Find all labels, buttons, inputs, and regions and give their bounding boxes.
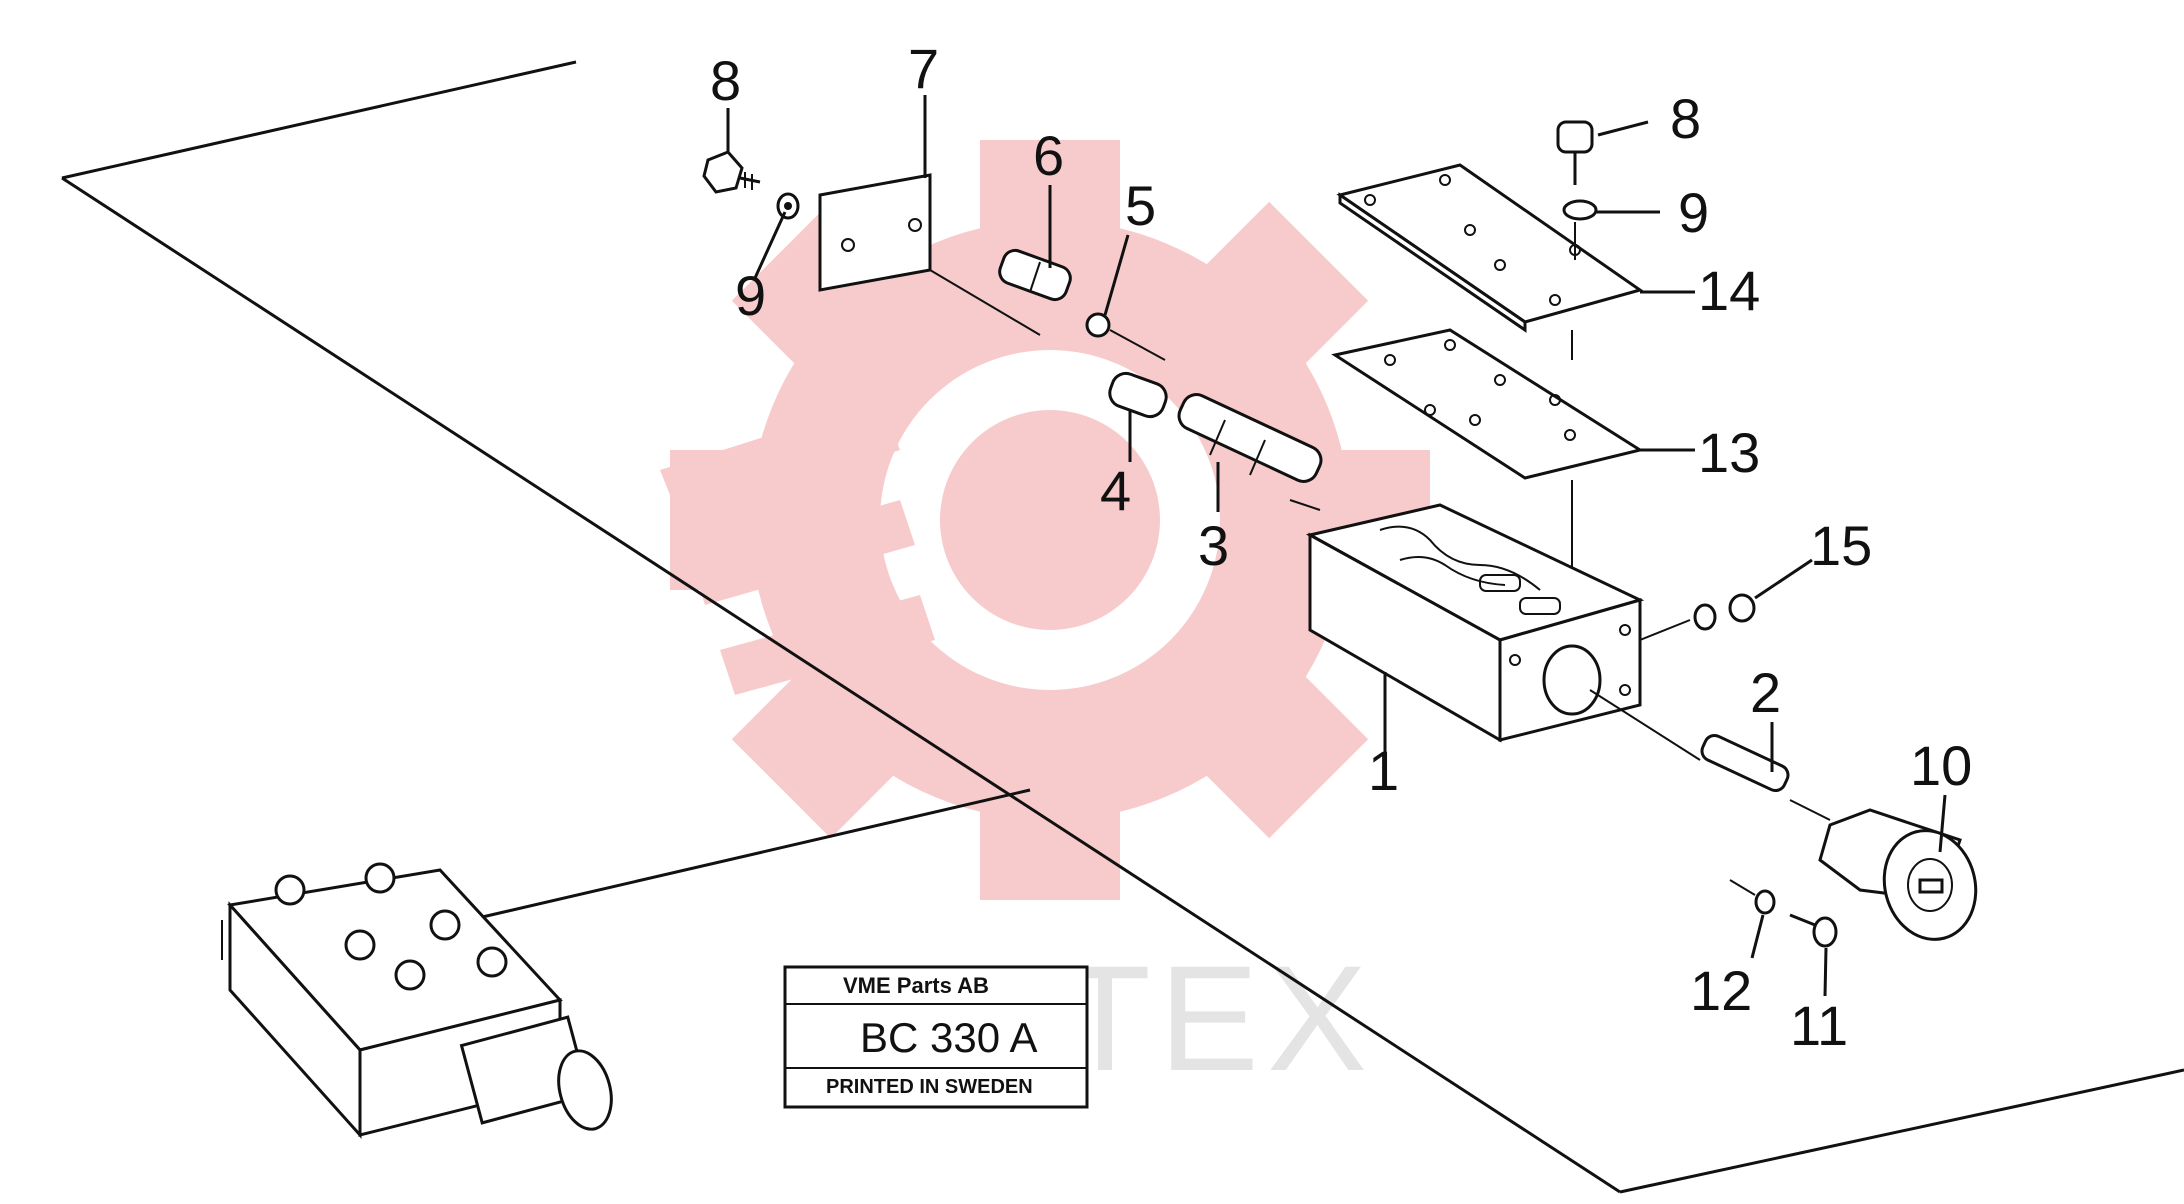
stamp-printed: PRINTED IN SWEDEN [826, 1076, 1033, 1098]
callout-8-right: 8 [1670, 87, 1701, 150]
washer-9-right [1562, 199, 1598, 221]
watermark-gear-logo [660, 140, 1430, 900]
callout-10: 10 [1910, 734, 1972, 797]
seal-rings-15 [1693, 593, 1756, 631]
valve-body-1 [1305, 503, 1645, 743]
callout-5: 5 [1125, 174, 1156, 237]
callout-8-left: 8 [710, 49, 741, 112]
washer-12 [1754, 889, 1776, 915]
top-plate-14 [1336, 163, 1644, 333]
callout-13: 13 [1698, 421, 1760, 484]
callout-6: 6 [1033, 124, 1064, 187]
stamp-company: VME Parts AB [843, 973, 989, 998]
callout-7: 7 [908, 37, 939, 100]
screw-8-right [1556, 120, 1594, 185]
callout-15: 15 [1810, 514, 1872, 577]
callout-labels: 8 7 6 5 9 4 3 1 8 9 14 13 15 2 10 12 11 [710, 37, 1972, 1057]
callout-12: 12 [1690, 959, 1752, 1022]
callout-9-right: 9 [1678, 181, 1709, 244]
screw-8-left [702, 150, 761, 194]
screw-11 [1789, 913, 1838, 948]
callout-1: 1 [1368, 739, 1399, 802]
plug-4 [1108, 371, 1168, 419]
callout-4: 4 [1100, 459, 1131, 522]
callout-9-left: 9 [735, 264, 766, 327]
leader-lines [726, 95, 1947, 997]
parts-stamp: VME Parts AB BC 330 A PRINTED IN SWEDEN [783, 965, 1089, 1109]
assembled-valve-illustration [221, 862, 613, 1139]
callout-11: 11 [1790, 994, 1848, 1057]
callout-3: 3 [1198, 514, 1229, 577]
washer-9-left [776, 192, 800, 220]
frame-lines [61, 60, 2184, 1194]
stamp-code: BC 330 A [860, 1014, 1037, 1061]
ball-5 [1085, 312, 1111, 338]
spool-3 [1177, 393, 1323, 483]
plunger-6 [998, 248, 1072, 302]
callout-14: 14 [1698, 259, 1760, 322]
callout-2: 2 [1750, 661, 1781, 724]
cover-plate-7 [818, 173, 932, 292]
solenoid-10 [1818, 808, 1978, 941]
plunger-2 [1700, 733, 1790, 793]
